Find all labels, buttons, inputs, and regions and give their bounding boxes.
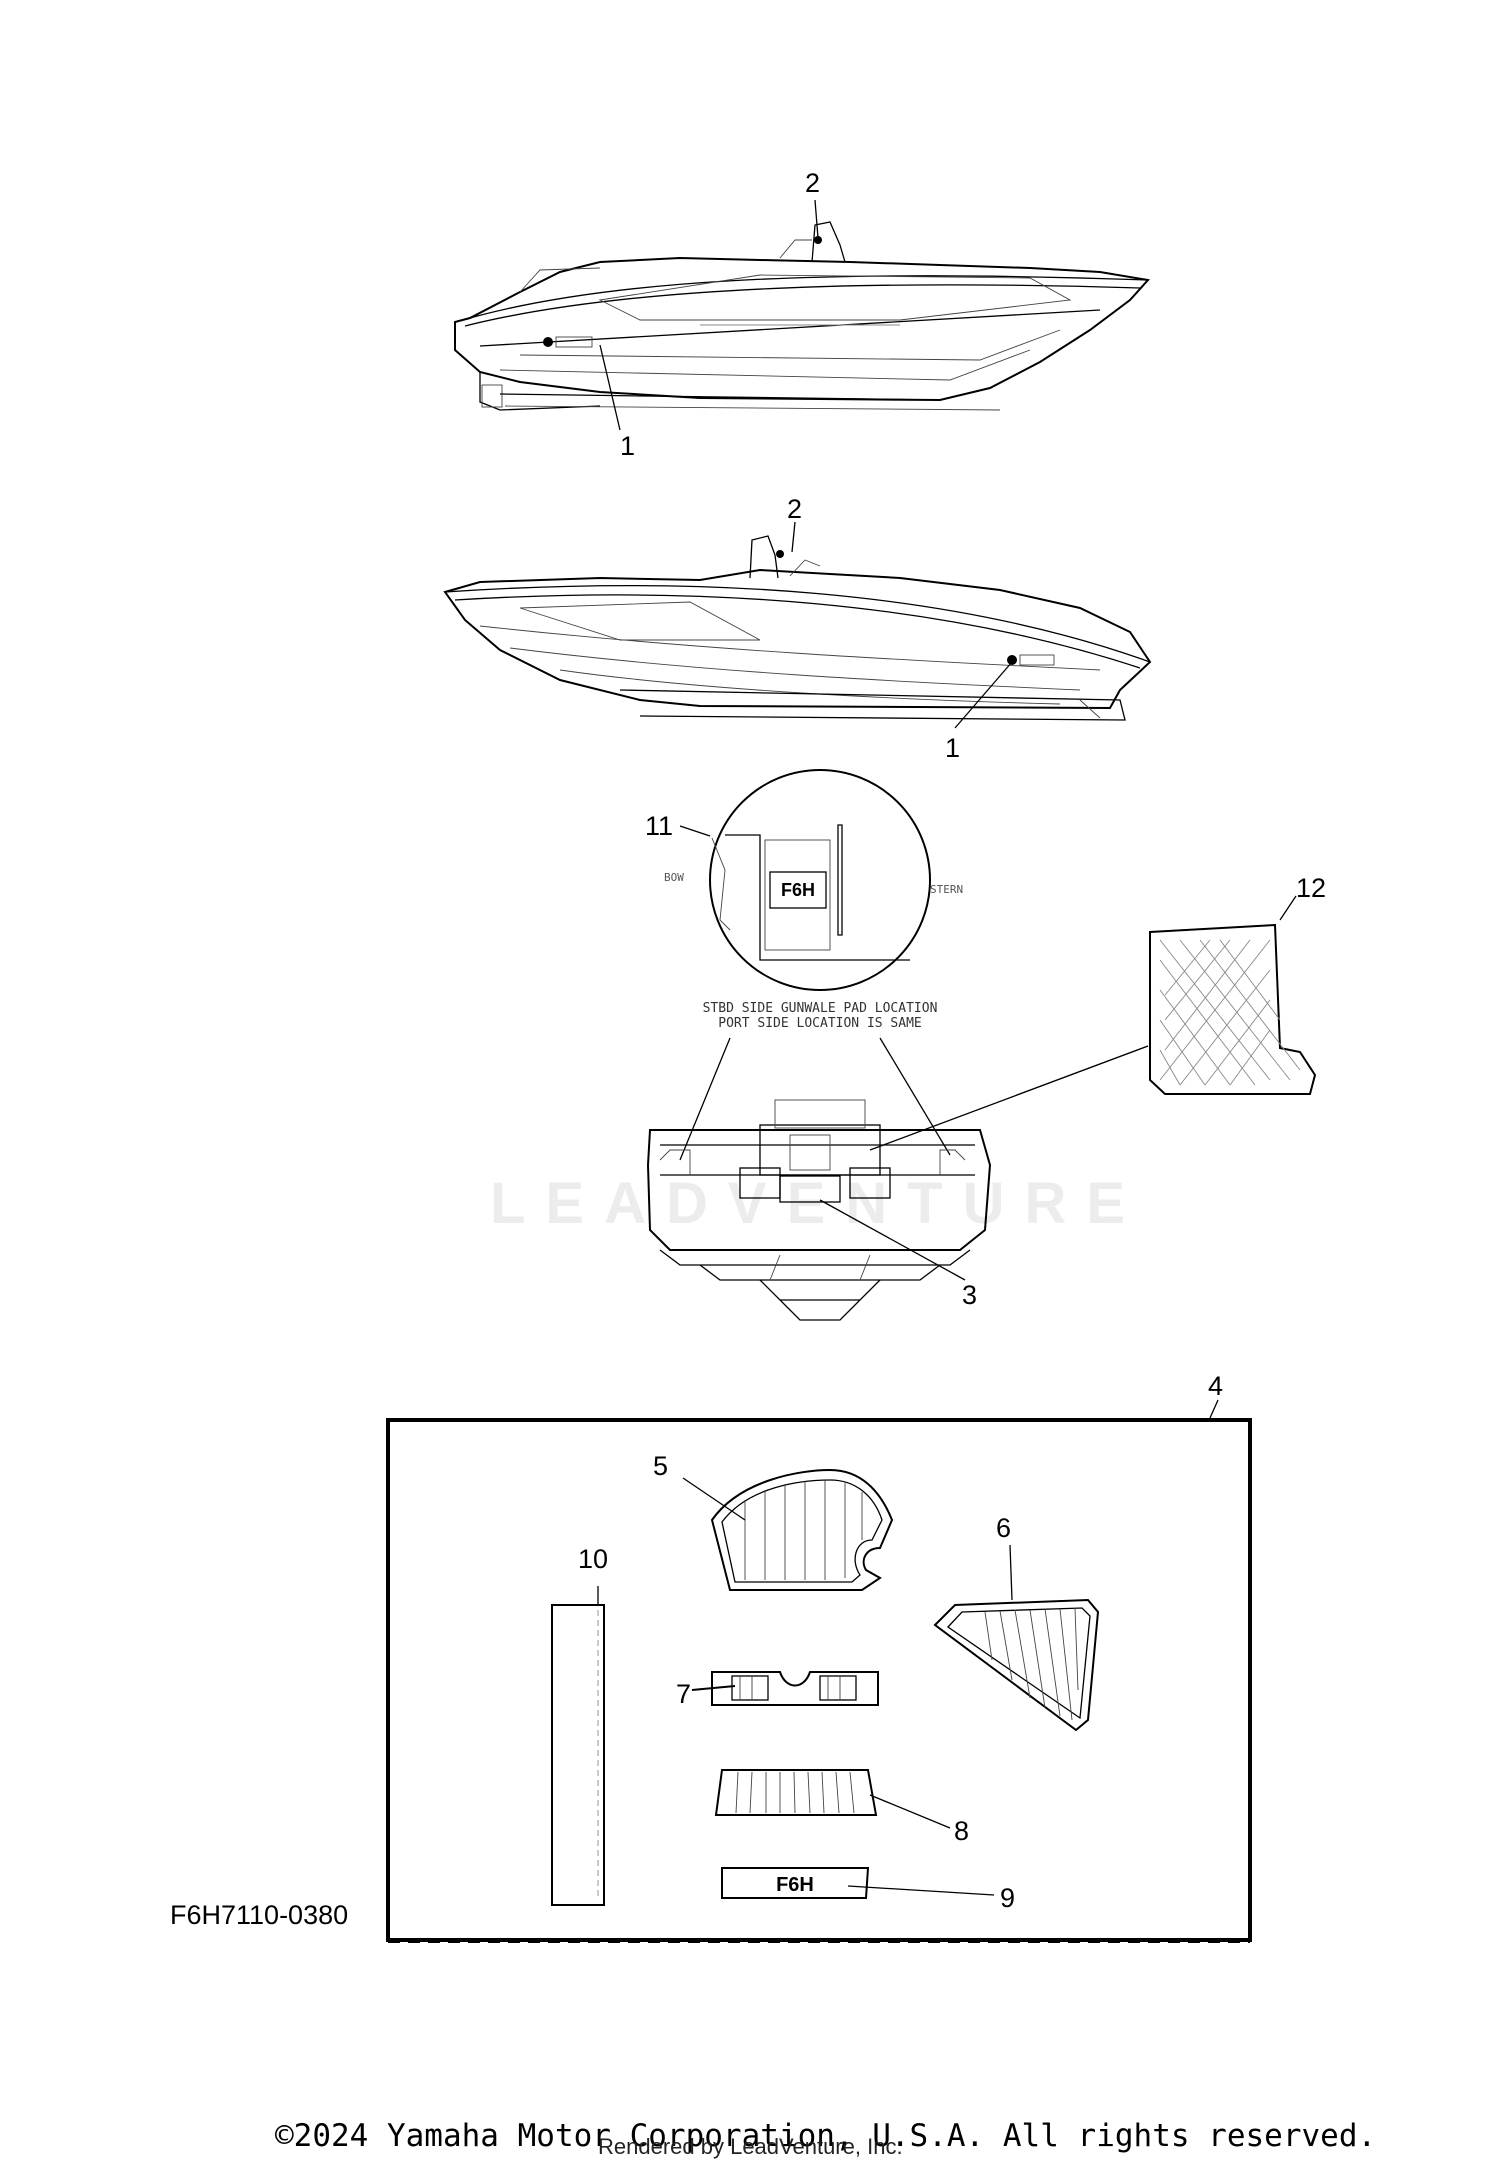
callout-6: 6: [996, 1513, 1011, 1543]
boat-side-view-middle: [443, 535, 1152, 721]
watermark: LEADVENTURE: [490, 1171, 1146, 1236]
detail-leader-left: [679, 1037, 731, 1161]
mat-pad-6: [933, 1598, 1100, 1732]
boat-stern-view: [646, 1099, 992, 1321]
gunwale-pad-detail: F6H BOW STERN: [664, 769, 963, 991]
detail-pad-logo: F6H: [781, 880, 815, 900]
callout-10: 10: [578, 1544, 608, 1574]
kit-pad-logo: F6H: [776, 1874, 814, 1896]
callout-1-middle: 1: [945, 733, 960, 763]
leader-8: [869, 1794, 951, 1829]
callout-3: 3: [962, 1280, 977, 1310]
callout-1-top: 1: [620, 431, 635, 461]
leader-2b: [791, 521, 796, 553]
leader-9: [847, 1885, 995, 1896]
leader-7: [691, 1685, 736, 1691]
pad-12: [1149, 923, 1317, 1095]
detail-leader-right: [879, 1037, 951, 1156]
leader-2a: [814, 199, 819, 239]
callout-2-middle: 2: [787, 494, 802, 524]
rendered-by-notice: Rendered by LeadVenture, Inc.: [598, 2134, 903, 2159]
callout-9: 9: [1000, 1883, 1015, 1913]
callout-12: 12: [1296, 873, 1326, 903]
detail-note-line-1: STBD SIDE GUNWALE PAD LOCATION: [703, 1001, 938, 1016]
mat-pad-8: [714, 1769, 878, 1816]
leader-3: [819, 1199, 966, 1281]
callout-7: 7: [676, 1679, 691, 1709]
detail-bow-label: BOW: [664, 871, 684, 884]
mat-pad-5: [710, 1468, 894, 1591]
leader-4: [1209, 1399, 1219, 1419]
mat-strip-10: [551, 1604, 605, 1906]
leader-6: [1009, 1544, 1013, 1601]
mat-pad-7: [711, 1671, 879, 1706]
boat-side-view-top: [454, 221, 1150, 411]
callout-2-top: 2: [805, 168, 820, 198]
callout-5: 5: [653, 1451, 668, 1481]
mat-kit-box: [386, 1418, 1252, 1943]
copyright-notice: ©2024 Yamaha Motor Corporation, U.S.A. A…: [275, 2118, 1377, 2154]
mat-pad-9: F6H: [721, 1867, 870, 1899]
leader-1b: [954, 661, 1013, 729]
leader-1a: [599, 344, 621, 431]
detail-note-line-2: PORT SIDE LOCATION IS SAME: [718, 1016, 922, 1031]
leader-11: [679, 825, 711, 837]
callout-11: 11: [645, 811, 673, 841]
callout-8: 8: [954, 1816, 969, 1846]
leader-5: [682, 1477, 746, 1521]
callout-4: 4: [1208, 1371, 1223, 1401]
detail-stern-label: STERN: [930, 883, 963, 896]
leader-12: [1279, 895, 1297, 921]
diagram-code: F6H7110-0380: [170, 1900, 349, 1930]
pad-12-leader: [869, 1045, 1149, 1151]
